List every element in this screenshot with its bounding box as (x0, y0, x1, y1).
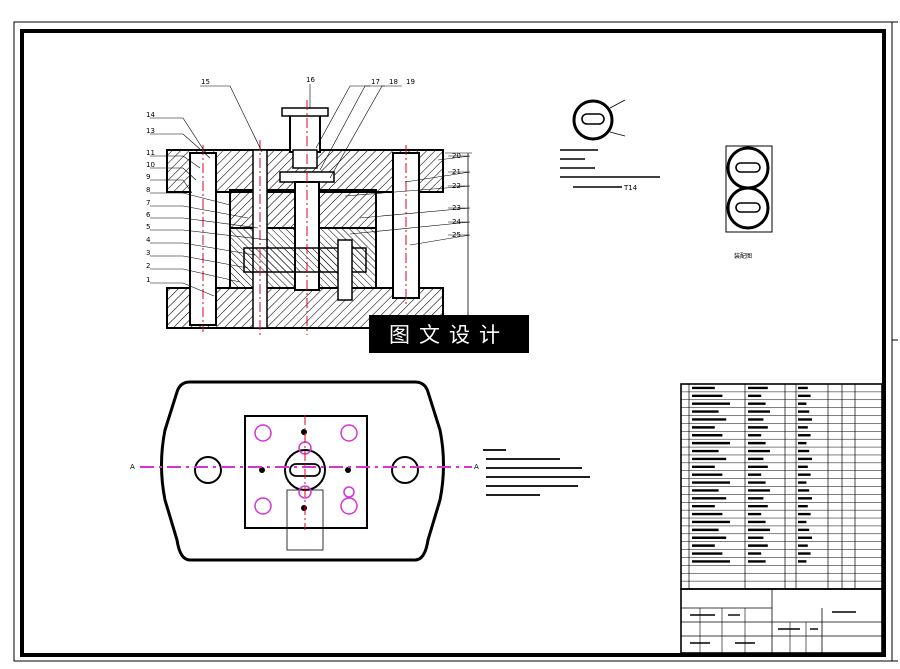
part-note-value: T14 (623, 184, 638, 192)
leader-lines (150, 84, 471, 297)
part-label: 5 (146, 223, 150, 231)
part-label: 22 (452, 182, 461, 190)
strip-layout: 装配图 (725, 145, 773, 260)
part-label: 8 (146, 186, 150, 194)
part-label: 13 (146, 127, 155, 135)
part-label: 18 (389, 78, 398, 86)
part-label: 24 (452, 218, 461, 226)
section-mark-right: A (474, 463, 479, 471)
title-block (680, 588, 883, 654)
part-label: 20 (452, 152, 461, 160)
section-view (166, 100, 472, 335)
plan-view: A A (130, 380, 479, 562)
parts-list (680, 383, 883, 590)
part-label: 21 (452, 168, 461, 176)
strip-layout-caption: 装配图 (734, 252, 752, 260)
part-labels: 14 13 11 10 9 8 7 6 5 4 3 2 1 15 16 17 1… (146, 76, 461, 284)
part-label: 10 (146, 161, 155, 169)
part-label: 23 (452, 204, 461, 212)
part-label: 1 (146, 276, 150, 284)
part-label: 14 (146, 111, 155, 119)
part-label: 11 (146, 149, 155, 157)
part-label: 2 (146, 262, 150, 270)
section-mark-left: A (130, 463, 135, 471)
part-label: 15 (201, 78, 210, 86)
sheet-frame (13, 21, 898, 662)
part-label: 17 (371, 78, 380, 86)
technical-notes (483, 449, 590, 496)
part-label: 16 (306, 76, 315, 84)
watermark: 图文设计 (369, 315, 529, 353)
part-label: 9 (146, 173, 150, 181)
part-label: 4 (146, 236, 151, 244)
part-label: 19 (406, 78, 415, 86)
part-label: 3 (146, 249, 150, 257)
part-label: 6 (146, 211, 151, 219)
part-label: 7 (146, 199, 150, 207)
part-detail: T14 (560, 99, 660, 192)
part-label: 25 (452, 231, 461, 239)
